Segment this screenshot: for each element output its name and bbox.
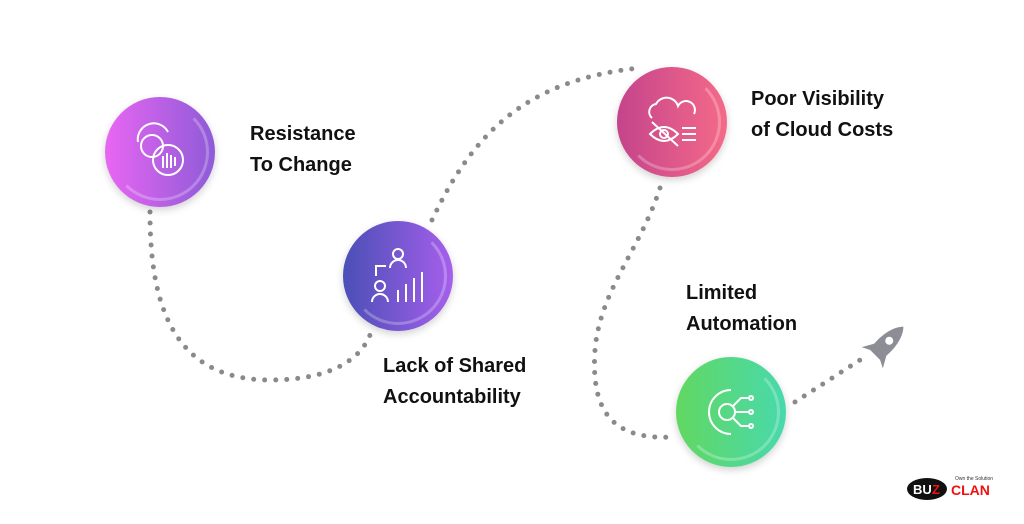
step-3-circle — [617, 67, 727, 177]
rocket-icon — [861, 326, 904, 369]
step-3-line1: Poor Visibility — [751, 88, 884, 110]
step-4-line2: Automation — [686, 313, 798, 335]
step-2-line2: Accountability — [383, 386, 521, 408]
buzzclan-logo: BU Z CLAN Own the Solution — [907, 476, 993, 500]
gear-circuit-icon — [708, 389, 754, 435]
step-1-circle — [105, 97, 215, 207]
svg-text:Own the Solution: Own the Solution — [955, 476, 993, 482]
cloud-eye-off-icon — [648, 96, 696, 147]
step-4-circle — [676, 357, 786, 467]
step-4-line1: Limited — [686, 282, 758, 304]
step-2-circle — [343, 221, 453, 331]
step-2-line1: Lack of Shared — [383, 355, 527, 377]
svg-text:BU: BU — [913, 482, 932, 497]
svg-text:CLAN: CLAN — [951, 482, 990, 498]
step-3-line2: of Cloud Costs — [751, 119, 894, 141]
step-3-label: Poor Visibility of Cloud Costs — [751, 84, 893, 146]
gear-hand-icon — [136, 122, 184, 176]
step-1-label: Resistance To Change — [250, 119, 356, 181]
svg-text:Z: Z — [932, 482, 940, 497]
step-1-line2: To Change — [250, 154, 352, 176]
people-chart-icon — [371, 248, 423, 303]
step-1-line1: Resistance — [250, 123, 356, 145]
